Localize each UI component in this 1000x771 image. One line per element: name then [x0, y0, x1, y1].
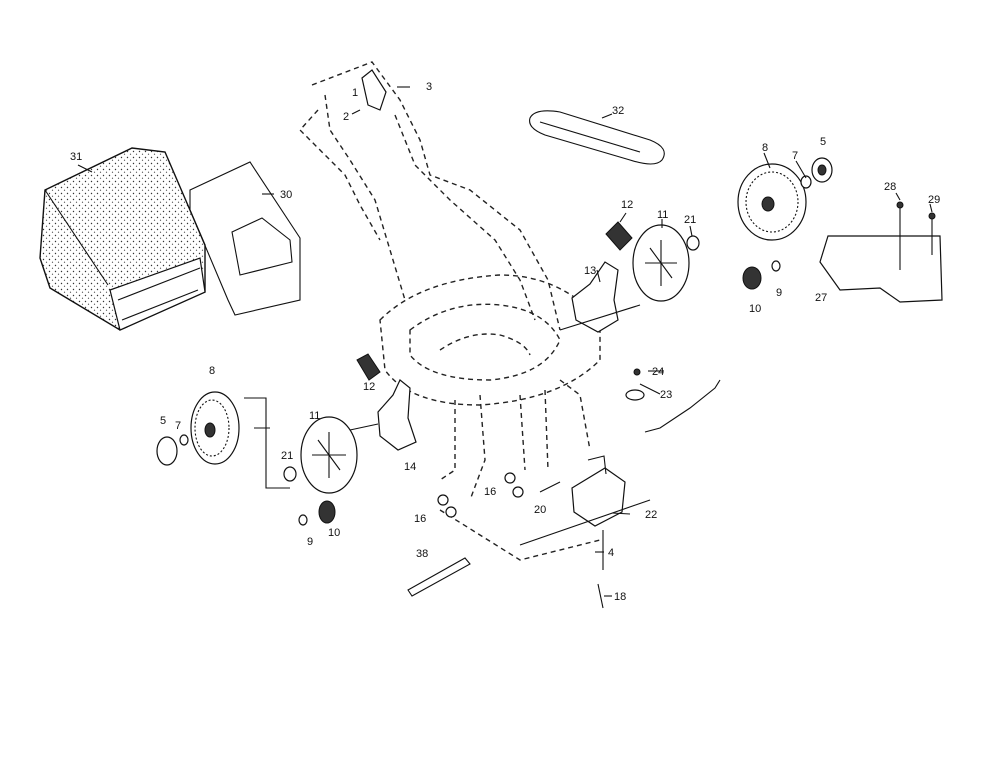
callout-30: 30 [280, 189, 292, 201]
callout-31: 31 [70, 151, 82, 163]
callout-7-left: 7 [175, 420, 181, 432]
callout-16-left: 16 [414, 513, 426, 525]
drive-belt [529, 110, 665, 165]
callout-10-left: 10 [328, 527, 340, 539]
callout-24: 24 [652, 366, 664, 378]
callout-7-right: 7 [792, 150, 798, 162]
handle-outline [299, 61, 561, 331]
callout-leaders [77, 86, 933, 597]
callout-1: 1 [352, 87, 358, 99]
hubcap-right [811, 157, 833, 183]
axle-rod [407, 557, 471, 597]
spring-left [356, 353, 381, 381]
callout-9-right: 9 [776, 287, 782, 299]
callout-32: 32 [612, 105, 624, 117]
callout-27: 27 [815, 292, 827, 304]
control-cable [644, 379, 721, 433]
callout-12-right: 12 [621, 199, 633, 211]
drive-shaft [597, 530, 604, 609]
callout-4: 4 [608, 547, 614, 559]
callout-21-left: 21 [281, 450, 293, 462]
washer-left [179, 434, 189, 446]
callout-8-right: 8 [762, 142, 768, 154]
transmission [519, 455, 651, 546]
callout-9-left: 9 [307, 536, 313, 548]
callout-22: 22 [645, 509, 657, 521]
callout-5-left: 5 [160, 415, 166, 427]
callout-8-left: 8 [209, 365, 215, 377]
callout-12-left: 12 [363, 381, 375, 393]
callout-2: 2 [343, 111, 349, 123]
callout-14: 14 [404, 461, 416, 473]
callout-11-left: 11 [309, 410, 320, 422]
rear-skirt [819, 201, 943, 303]
height-adjuster-bracket-left [349, 379, 417, 451]
callout-28: 28 [884, 181, 896, 193]
rear-wheel-left [190, 391, 240, 465]
callout-23: 23 [660, 389, 672, 401]
callout-11-right: 11 [657, 209, 668, 221]
spacer-left [283, 466, 297, 482]
axle-leader-left [244, 397, 290, 489]
mower-deck-outline [379, 274, 601, 561]
height-adjuster-bracket-right [559, 261, 641, 333]
hubcap-left [156, 436, 178, 466]
callout-13: 13 [584, 265, 596, 277]
spacer-right [686, 235, 700, 251]
rear-wheel-right [737, 163, 807, 241]
pulley [625, 368, 645, 401]
pinion-right [742, 260, 781, 290]
grass-bag [39, 147, 206, 331]
callout-38: 38 [416, 548, 428, 560]
callout-21-right: 21 [684, 214, 696, 226]
washer-right [800, 175, 812, 189]
drive-gear-right [632, 224, 690, 302]
callout-29: 29 [928, 194, 940, 206]
callout-5-right: 5 [820, 136, 826, 148]
pinion-left [298, 500, 336, 526]
extension-spring [539, 481, 561, 493]
callout-16-right: 16 [484, 486, 496, 498]
spring-right [605, 221, 633, 251]
callout-labels: 31 30 1 2 3 32 8 7 5 12 11 21 13 10 9 28… [70, 81, 940, 603]
drive-gear-left [300, 416, 358, 494]
callout-20: 20 [534, 504, 546, 516]
bag-frame [189, 161, 301, 316]
callout-18: 18 [614, 591, 626, 603]
hex-nuts [437, 472, 524, 518]
callout-10-right: 10 [749, 303, 761, 315]
callout-3: 3 [426, 81, 432, 93]
